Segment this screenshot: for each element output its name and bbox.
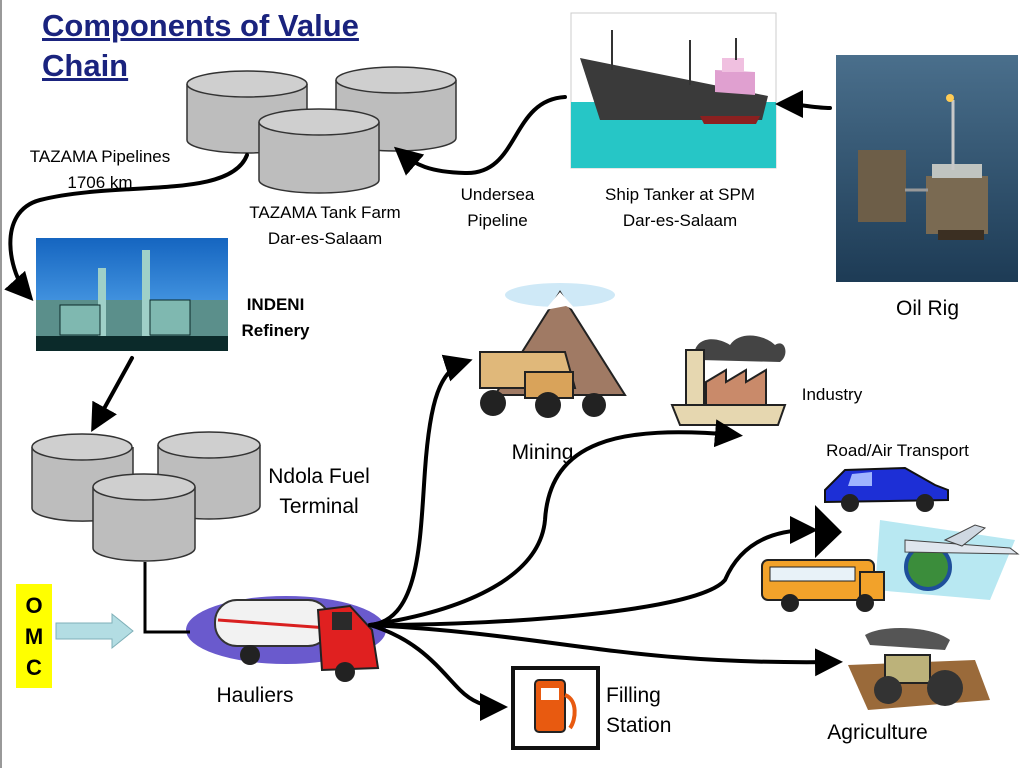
car-icon <box>824 466 949 512</box>
ship-label: Ship Tanker at SPM Dar-es-Salaam <box>580 182 780 234</box>
filling-station-label: Filling Station <box>606 681 696 741</box>
ship-label-line: Dar-es-Salaam <box>622 211 738 230</box>
slide-title: Components of Value Chain <box>42 6 422 86</box>
mining-icon <box>479 283 627 418</box>
hauliers-label: Hauliers <box>216 684 294 707</box>
arrow-hauliers-to-mining <box>368 354 473 627</box>
oil-rig-photo <box>836 55 1018 282</box>
undersea-label-line: Pipeline <box>467 211 528 230</box>
transport-arrowhead <box>815 505 842 558</box>
industry-icon <box>670 335 787 426</box>
arrow-hauliers-to-transport <box>368 516 818 627</box>
pipelines-label: TAZAMA Pipelines 1706 km <box>10 144 190 196</box>
omc-letter: M <box>24 624 44 649</box>
pipelines-label-line: 1706 km <box>67 173 133 192</box>
arrow-hauliers-to-agriculture <box>368 623 843 677</box>
arrow-rig-to-ship <box>775 90 832 119</box>
slide-border <box>0 0 2 768</box>
ship-label-line: Ship Tanker at SPM <box>605 185 755 204</box>
pipelines-label-line: TAZAMA Pipelines <box>29 147 171 166</box>
terminal-label: Ndola Fuel Terminal <box>255 462 383 522</box>
arrow-hauliers-to-filling <box>368 623 508 721</box>
omc-letter: C <box>26 655 42 680</box>
terminal-label-line: Ndola Fuel <box>268 465 370 488</box>
undersea-label: Undersea Pipeline <box>445 182 550 234</box>
title-line-2: Chain <box>42 48 129 83</box>
title-line-1: Components of Value <box>42 8 359 43</box>
tank-farm-icon <box>186 66 457 194</box>
refinery-picture <box>36 238 228 351</box>
terminal-label-line: Terminal <box>279 495 359 518</box>
tractor-icon <box>848 628 990 710</box>
industry-label: Industry <box>801 385 863 404</box>
refinery-label-line: INDENI <box>246 295 305 314</box>
tank-farm-label: TAZAMA Tank Farm Dar-es-Salaam <box>230 200 420 252</box>
omc-box: O M C <box>16 584 52 688</box>
airplane-icon <box>875 520 1020 600</box>
transport-label: Road/Air Transport <box>826 441 969 460</box>
agriculture-label: Agriculture <box>827 721 928 744</box>
arrow-refinery-to-terminal <box>91 356 134 433</box>
mining-label: Mining <box>511 441 574 464</box>
tank-cylinder <box>258 108 380 194</box>
omc-arrow <box>55 612 134 650</box>
tank-farm-label-line: Dar-es-Salaam <box>267 229 383 248</box>
filling-label-line: Station <box>606 714 672 737</box>
refinery-label-line: Refinery <box>241 321 310 340</box>
refinery-label: INDENI Refinery <box>228 292 323 344</box>
arrow-hauliers-to-industry <box>368 419 743 627</box>
fuel-truck-icon <box>186 596 386 682</box>
tank-farm-label-line: TAZAMA Tank Farm <box>249 203 401 222</box>
ship-tanker-picture <box>570 12 777 169</box>
bus-icon <box>761 559 885 612</box>
oil-rig-label: Oil Rig <box>895 297 959 320</box>
arrow-tankfarm-to-refinery <box>4 153 249 301</box>
terminal-icon <box>31 431 261 562</box>
arrow-terminal-to-hauliers <box>143 562 190 634</box>
arrow-ship-to-tankfarm <box>393 95 567 176</box>
filling-label-line: Filling <box>606 684 661 707</box>
tank-cylinder <box>92 473 196 562</box>
undersea-label-line: Undersea <box>460 185 535 204</box>
omc-letter: O <box>25 593 43 618</box>
filling-station-icon <box>511 666 600 750</box>
